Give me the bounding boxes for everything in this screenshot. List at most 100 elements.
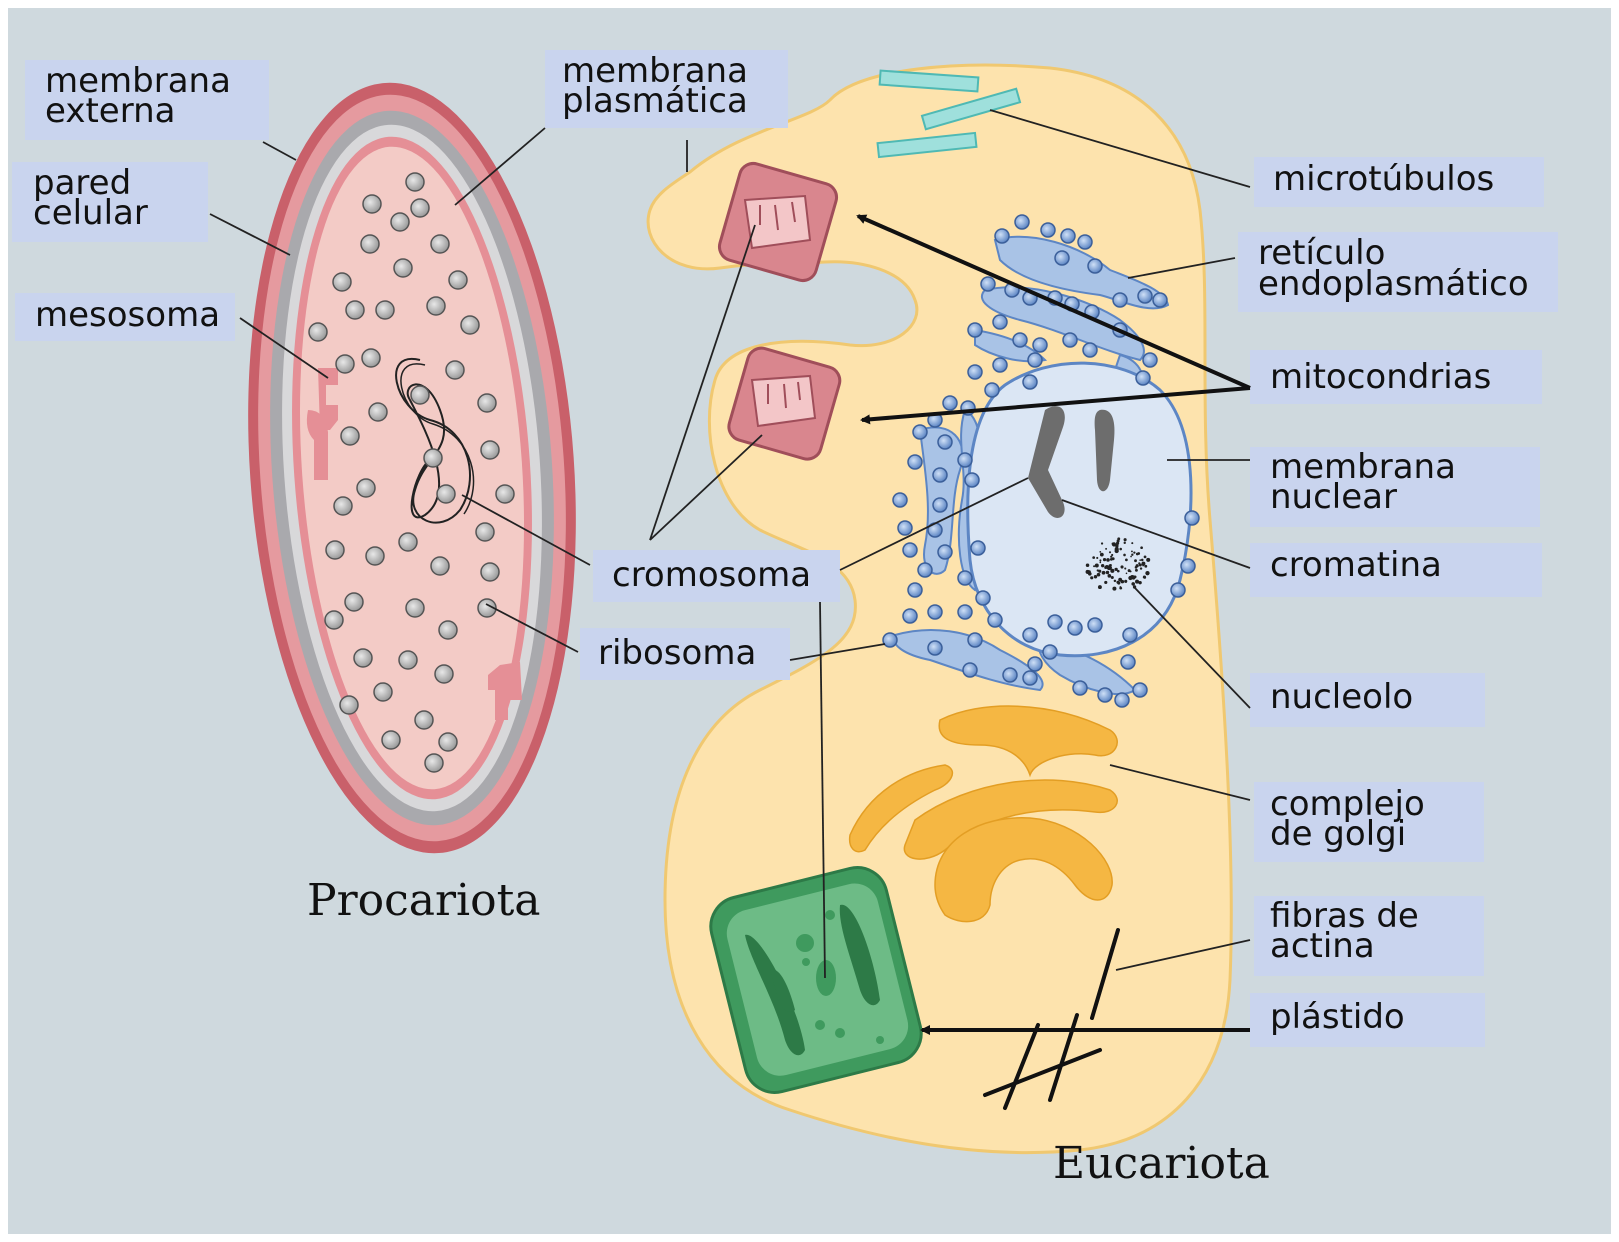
er-ribosome	[908, 583, 922, 597]
title-prokaryote: Procariota	[307, 875, 541, 926]
er-ribosome	[1023, 628, 1037, 642]
nucleolus-speck	[1131, 550, 1133, 552]
nucleolus-speck	[1125, 558, 1128, 561]
er-ribosome	[1115, 693, 1129, 707]
ribosome	[325, 611, 343, 629]
er-ribosome	[988, 613, 1002, 627]
nucleolus-speck	[1126, 573, 1128, 575]
nucleolus-speck	[1112, 542, 1116, 546]
ribosome	[341, 427, 359, 445]
nucleolus-speck	[1144, 576, 1146, 578]
nucleolus-speck	[1145, 571, 1149, 575]
ribosome	[449, 271, 467, 289]
nucleolus-speck	[1133, 551, 1135, 553]
ribosome	[446, 361, 464, 379]
nucleolus-speck	[1124, 538, 1127, 541]
er-ribosome	[1185, 511, 1199, 525]
nucleolus-speck	[1115, 568, 1117, 570]
ribosome	[361, 235, 379, 253]
ribosome	[411, 386, 429, 404]
ribosome	[496, 485, 514, 503]
nucleolus-speck	[1139, 559, 1141, 561]
er-ribosome	[968, 365, 982, 379]
label-plasma-membrane-line2: plasmática	[562, 81, 748, 121]
ribosome	[340, 696, 358, 714]
er-ribosome	[958, 605, 972, 619]
ribosome	[399, 533, 417, 551]
er-ribosome	[1028, 657, 1042, 671]
ribosome	[394, 259, 412, 277]
er-ribosome	[1013, 333, 1027, 347]
nucleolus-speck	[1111, 576, 1114, 579]
label-ribosome: ribosoma	[598, 633, 756, 673]
nucleolus-speck	[1124, 567, 1126, 569]
ribosome	[333, 273, 351, 291]
nucleolus-speck	[1101, 542, 1103, 544]
er-ribosome	[933, 468, 947, 482]
er-ribosome	[1123, 628, 1137, 642]
er-ribosome	[1055, 251, 1069, 265]
nucleolus-speck	[1093, 565, 1095, 567]
ribosome	[437, 485, 455, 503]
er-ribosome	[938, 435, 952, 449]
er-ribosome	[893, 493, 907, 507]
ribosome	[481, 563, 499, 581]
nucleolus-speck	[1104, 581, 1107, 584]
nucleolus-speck	[1131, 554, 1133, 556]
nucleolus-speck	[1098, 570, 1101, 573]
ribosome	[406, 599, 424, 617]
nucleolus-speck	[1116, 581, 1119, 584]
label-er-line2: endoplasmático	[1258, 264, 1529, 304]
er-ribosome	[1033, 338, 1047, 352]
ribosome	[427, 297, 445, 315]
er-ribosome	[903, 609, 917, 623]
title-eukaryote: Eucariota	[1053, 1138, 1270, 1189]
er-ribosome	[1133, 683, 1147, 697]
er-ribosome	[1063, 333, 1077, 347]
nucleolus-speck	[1135, 580, 1139, 584]
nucleolus-speck	[1110, 558, 1113, 561]
er-ribosome	[928, 605, 942, 619]
ribosome	[424, 449, 442, 467]
nucleolus-speck	[1131, 582, 1135, 586]
ribosome	[461, 316, 479, 334]
nucleolus-speck	[1111, 554, 1113, 556]
er-ribosome	[968, 633, 982, 647]
nucleolus-speck	[1135, 569, 1138, 572]
label-mesosome: mesosoma	[35, 295, 220, 335]
er-ribosome	[985, 383, 999, 397]
er-ribosome	[1078, 235, 1092, 249]
er-ribosome	[1136, 371, 1150, 385]
ribosome	[439, 733, 457, 751]
nucleolus-speck	[1095, 564, 1099, 568]
nucleolus-speck	[1090, 576, 1093, 579]
nucleolus-speck	[1114, 580, 1116, 582]
er-ribosome	[1068, 621, 1082, 635]
er-ribosome	[1083, 343, 1097, 357]
nucleolus-speck	[1105, 548, 1107, 550]
er-ribosome	[1073, 681, 1087, 695]
er-ribosome	[1015, 215, 1029, 229]
er-ribosome	[1043, 645, 1057, 659]
nucleolus-speck	[1120, 565, 1123, 568]
nucleolus-speck	[1098, 585, 1102, 589]
nucleolus-speck	[1128, 576, 1132, 580]
er-ribosome	[963, 663, 977, 677]
nucleolus-speck	[1142, 565, 1144, 567]
nucleolus-speck	[1146, 558, 1150, 562]
label-outer-membrane-line2: externa	[45, 91, 175, 131]
er-ribosome	[1041, 223, 1055, 237]
nucleolus-speck	[1117, 570, 1120, 573]
er-ribosome	[1088, 618, 1102, 632]
nucleolus-speck	[1109, 551, 1111, 553]
ribosome	[334, 497, 352, 515]
ribosome	[411, 199, 429, 217]
nucleolus-speck	[1096, 557, 1098, 559]
nucleolus-speck	[1106, 558, 1110, 562]
nucleolus-speck	[1108, 574, 1112, 578]
nucleolus-speck	[1131, 542, 1133, 544]
nucleolus-speck	[1117, 537, 1120, 540]
ribosome	[415, 711, 433, 729]
nucleolus-speck	[1099, 551, 1101, 553]
